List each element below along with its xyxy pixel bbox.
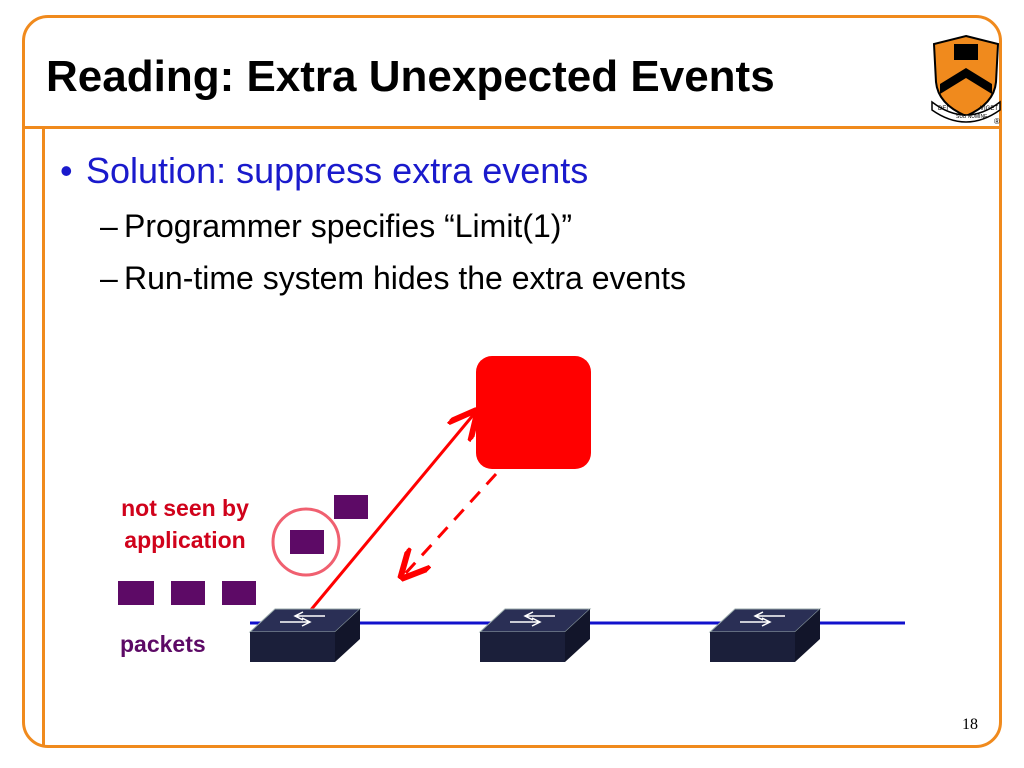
slide-title: Reading: Extra Unexpected Events xyxy=(46,52,775,101)
packet xyxy=(171,581,205,605)
left-margin-rule xyxy=(42,128,45,746)
princeton-shield-logo: DEI SUB NUMINE VIGET ® xyxy=(931,34,1001,126)
packet xyxy=(222,581,256,605)
page-number: 18 xyxy=(962,716,978,733)
sub-bullet-marker: – xyxy=(100,260,118,296)
event-arrow xyxy=(303,414,474,618)
dashed-return-arrow xyxy=(404,472,498,575)
sub-bullet-text: Run-time system hides the extra events xyxy=(124,260,687,296)
registered-mark: ® xyxy=(994,117,1000,126)
sub-bullet-1: –Programmer specifies “Limit(1)” xyxy=(100,208,572,245)
packets-caption: packets xyxy=(120,631,206,657)
logo-motto-right: VIGET xyxy=(980,106,998,112)
main-bullet: • Solution: suppress extra events xyxy=(60,150,588,192)
bullet-marker: • xyxy=(60,150,73,191)
logo-motto-middle: SUB NUMINE xyxy=(956,114,988,120)
title-divider xyxy=(24,126,1000,129)
highlight-circle xyxy=(271,507,341,577)
logo-motto-left: DEI xyxy=(938,106,948,112)
packet xyxy=(290,530,324,554)
caption-line: application xyxy=(124,527,246,553)
switch-icon xyxy=(248,608,362,662)
sub-bullet-2: –Run-time system hides the extra events xyxy=(100,260,686,297)
packet xyxy=(334,495,368,519)
switch-icon xyxy=(708,608,822,662)
controller-box xyxy=(476,356,591,469)
bullet-text: Solution: suppress extra events xyxy=(86,150,589,191)
not-seen-caption: not seen by application xyxy=(95,492,275,556)
sub-bullet-marker: – xyxy=(100,208,118,244)
sub-bullet-text: Programmer specifies “Limit(1)” xyxy=(124,208,573,244)
switch-icon xyxy=(478,608,592,662)
slide-frame xyxy=(22,15,1002,748)
caption-line: not seen by xyxy=(121,495,249,521)
packet xyxy=(118,581,154,605)
